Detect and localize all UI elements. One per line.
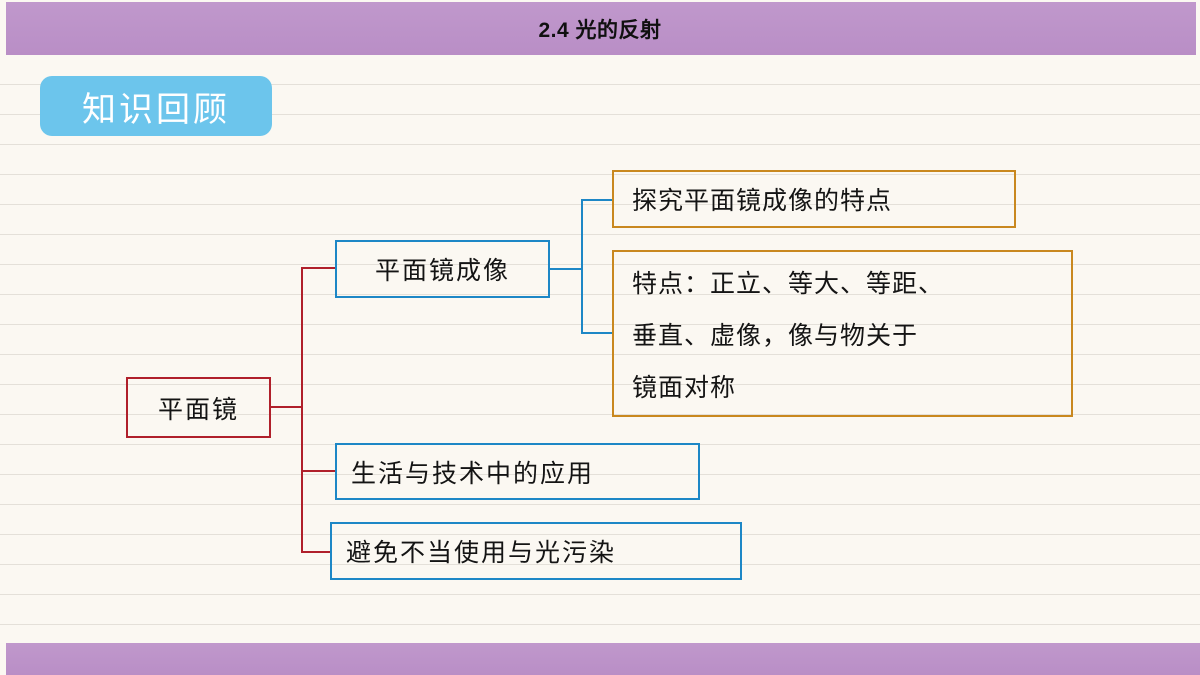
connector-imaging-to-features [581, 332, 614, 334]
section-badge: 知识回顾 [40, 76, 272, 136]
mindmap-node-light-pollution: 避免不当使用与光污染 [330, 522, 742, 580]
connector-root-to-applications [301, 470, 337, 472]
features-line-1: 特点：正立、等大、等距、 [632, 269, 945, 298]
page-title: 2.4 光的反射 [538, 18, 662, 42]
connector-root-trunk [301, 267, 303, 553]
connector-root-stub [271, 406, 303, 408]
connector-imaging-to-explore [581, 199, 614, 201]
connector-root-to-pollution [301, 551, 332, 553]
mindmap-node-features-list: 特点：正立、等大、等距、 垂直、虚像，像与物关于 镜面对称 [612, 250, 1073, 417]
features-line-3: 镜面对称 [632, 373, 737, 402]
mindmap-node-explore-features: 探究平面镜成像的特点 [612, 170, 1016, 228]
connector-imaging-trunk [581, 199, 583, 334]
features-line-2: 垂直、虚像，像与物关于 [632, 321, 919, 350]
footer-bar [6, 643, 1200, 675]
mindmap-node-imaging: 平面镜成像 [335, 240, 550, 298]
header-bar [6, 2, 1196, 55]
mindmap-node-root: 平面镜 [126, 377, 271, 438]
connector-root-to-imaging [301, 267, 337, 269]
connector-imaging-stub [549, 268, 583, 270]
mindmap-node-applications: 生活与技术中的应用 [335, 443, 700, 500]
